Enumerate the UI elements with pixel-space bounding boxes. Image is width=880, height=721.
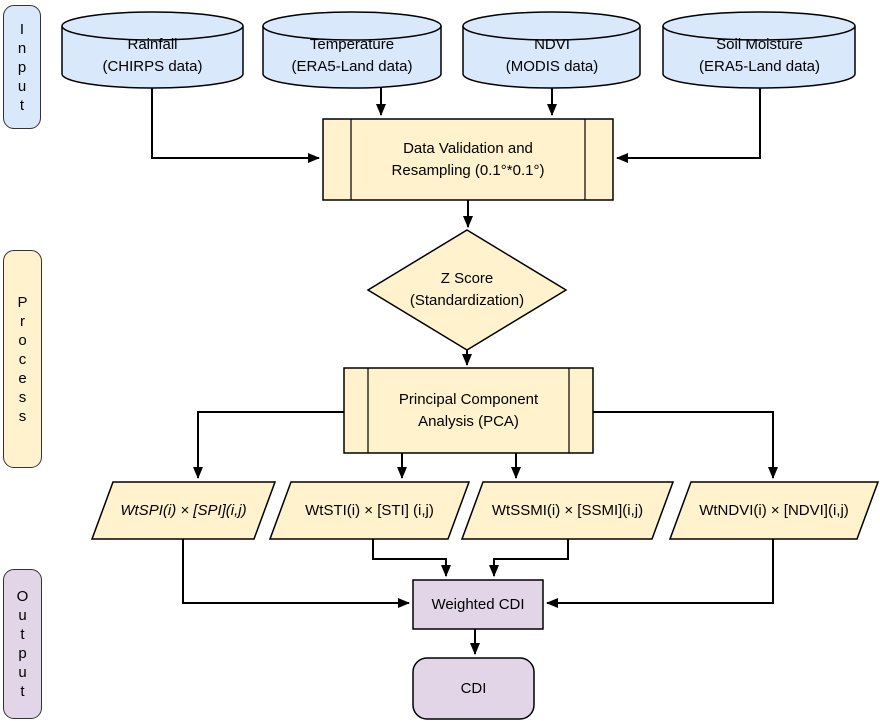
box-weighted-cdi (412, 579, 544, 630)
parallelogram-spi (90, 481, 277, 540)
cylinder-temperature (262, 11, 442, 89)
section-label-output: O u t p u t (3, 569, 42, 719)
arrow-pca-to-spi (193, 411, 344, 479)
arrow-ssmi-to-weightedcdi (489, 539, 569, 577)
box-cdi (412, 657, 535, 720)
parallelogram-sti (268, 481, 471, 540)
box-data-validation (322, 118, 614, 201)
arrow-soilmoisture-to-validation (616, 88, 761, 163)
arrow-sti-to-weightedcdi (372, 539, 451, 577)
arrow-rainfall-to-validation (151, 88, 320, 163)
cylinder-ndvi (462, 11, 641, 89)
parallelogram-ssmi (460, 481, 675, 540)
arrow-spi-to-weightedcdi (182, 539, 410, 608)
diamond-zscore (366, 229, 568, 351)
section-label-input: I n p u t (3, 5, 41, 129)
arrow-ndvi-term-to-weightedcdi (546, 539, 774, 608)
cylinder-soil-moisture (662, 11, 856, 89)
section-label-process: P r o c e s s (3, 250, 42, 468)
cylinder-rainfall (61, 11, 244, 89)
arrow-pca-to-ndvi-term (593, 411, 778, 479)
box-pca (343, 367, 594, 454)
parallelogram-ndvi (668, 481, 880, 540)
